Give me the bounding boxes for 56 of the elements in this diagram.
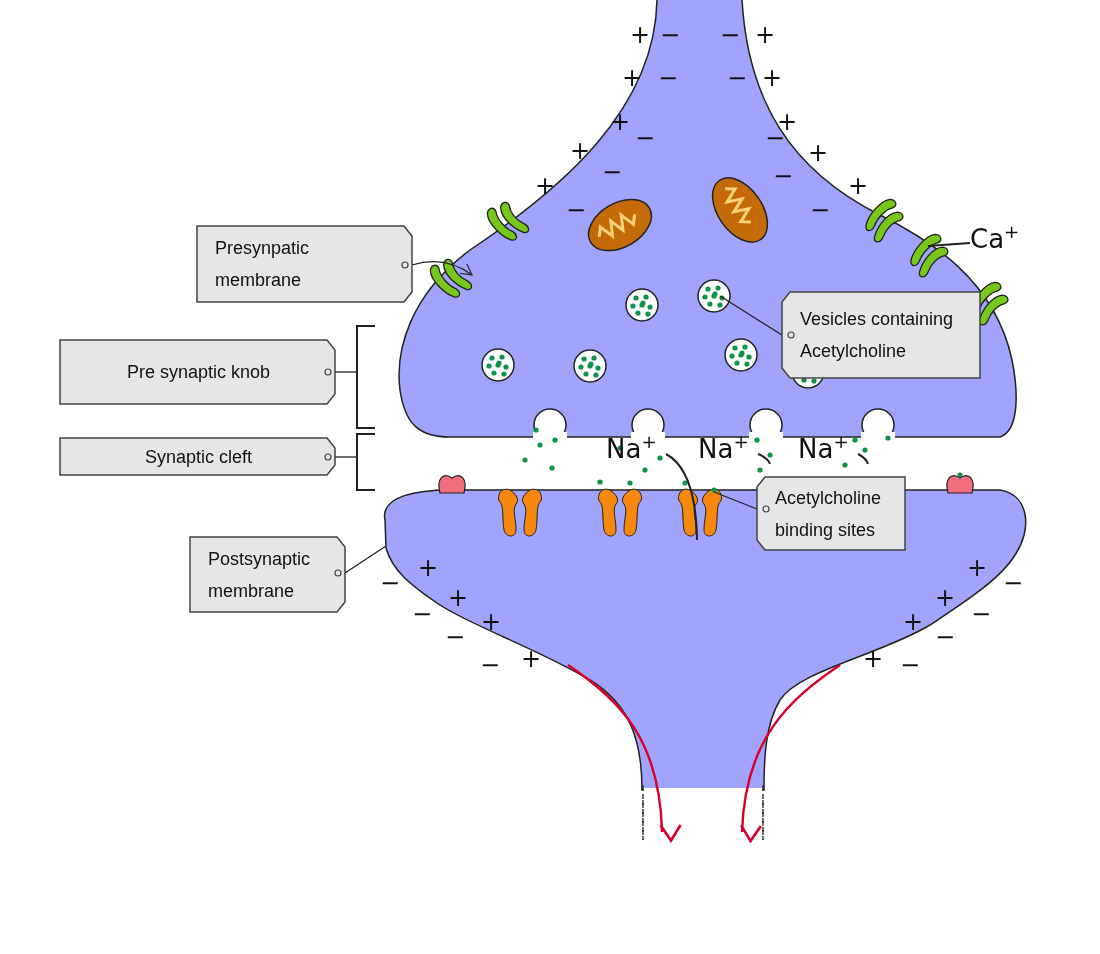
leader-line: [713, 491, 758, 510]
bracket: [356, 325, 376, 429]
charge-sign: −: [809, 198, 831, 222]
tag-text: Acetylcholine binding sites: [775, 486, 883, 542]
tag-text: Vesicles containing Acetylcholine: [800, 308, 955, 363]
label-tag: [782, 292, 980, 378]
charge-sign: +: [520, 647, 542, 671]
charge-sign: +: [934, 586, 956, 610]
charge-sign: −: [719, 23, 741, 47]
charge-sign: +: [621, 66, 643, 90]
charge-sign: −: [934, 625, 956, 649]
charge-sign: +: [417, 556, 439, 580]
charge-sign: −: [565, 198, 587, 222]
charge-sign: −: [379, 571, 401, 595]
charge-sign: −: [657, 66, 679, 90]
charge-sign: +: [754, 23, 776, 47]
bracket: [356, 433, 376, 491]
tag-text: Postsynaptic membrane: [208, 547, 312, 603]
charge-sign: −: [659, 23, 681, 47]
ion-flow-line: [857, 453, 869, 465]
label-tag: [60, 438, 335, 475]
charge-sign: +: [609, 110, 631, 134]
charge-sign: +: [807, 141, 829, 165]
charge-sign: −: [479, 653, 501, 677]
ion-flow-line: [757, 453, 771, 465]
label-tag: [190, 537, 345, 612]
ion-flow-line: [665, 453, 698, 541]
label-tag: [60, 340, 335, 404]
ion-label: Ca$^{+}$: [970, 226, 1020, 252]
charge-sign: −: [601, 160, 623, 184]
charge-sign: +: [761, 66, 783, 90]
ion-flow-line: [927, 242, 971, 247]
leader-line: [719, 295, 783, 336]
charge-sign: +: [902, 610, 924, 634]
charge-sign: −: [899, 653, 921, 677]
charge-sign: +: [447, 586, 469, 610]
charge-sign: +: [534, 174, 556, 198]
tag-text: Synaptic cleft: [144, 445, 253, 469]
charge-sign: −: [411, 602, 433, 626]
ion-label: Na$^{+}$: [606, 436, 657, 462]
charge-sign: −: [444, 625, 466, 649]
charge-sign: −: [726, 66, 748, 90]
charge-sign: −: [970, 602, 992, 626]
charge-sign: +: [966, 556, 988, 580]
charge-sign: +: [480, 610, 502, 634]
charge-sign: −: [1002, 571, 1024, 595]
charge-sign: +: [847, 174, 869, 198]
tag-text: Pre synaptic knob: [126, 361, 271, 384]
charge-sign: −: [634, 126, 656, 150]
label-tag: [757, 477, 905, 550]
label-tag: [197, 226, 412, 302]
tag-text: Presynpatic membrane: [215, 237, 311, 292]
charge-sign: +: [569, 139, 591, 163]
charge-sign: +: [862, 647, 884, 671]
charge-sign: −: [772, 164, 794, 188]
charge-sign: +: [629, 23, 651, 47]
